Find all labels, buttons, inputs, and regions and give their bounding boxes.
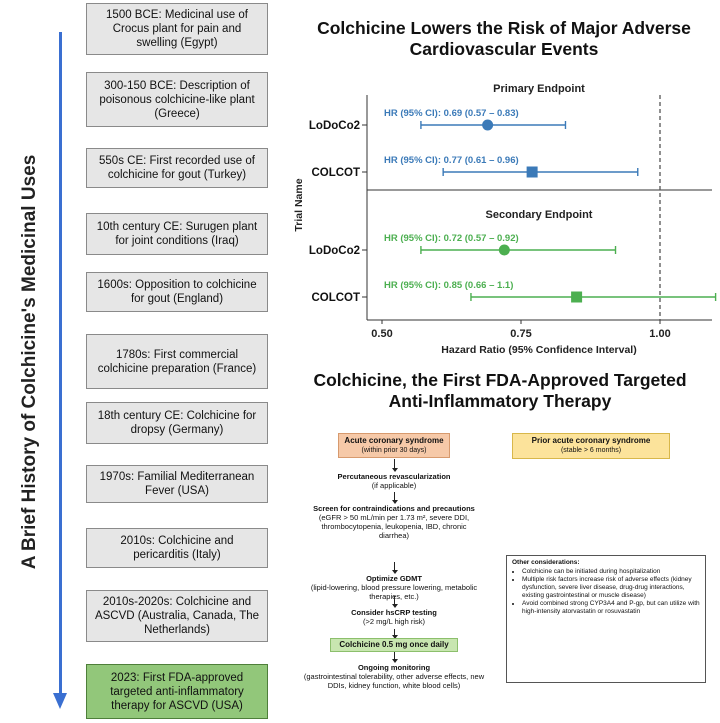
trial-label: LoDoCo2	[309, 245, 360, 257]
consideration-item: Colchicine can be initiated during hospi…	[522, 568, 700, 576]
gdmt-step: Optimize GDMT(lipid-lowering, blood pres…	[310, 574, 478, 601]
hr-point	[498, 244, 510, 256]
other-considerations-list: Colchicine can be initiated during hospi…	[512, 568, 700, 616]
trial-label: COLCOT	[311, 167, 360, 179]
screen-step: Screen for contraindications and precaut…	[313, 504, 475, 540]
hr-point	[482, 119, 494, 131]
chart-title: Colchicine Lowers the Risk of Major Adve…	[317, 18, 691, 59]
timeline-event-9: 2010s: Colchicine and pericarditis (Ital…	[86, 528, 268, 568]
timeline-event-10: 2010s-2020s: Colchicine and ASCVD (Austr…	[86, 590, 268, 642]
x-tick-label: 0.75	[510, 328, 531, 340]
consideration-item: Avoid combined strong CYP3A4 and P-gp, b…	[522, 600, 700, 616]
pci-step: Percutaneous revascularization(if applic…	[337, 472, 451, 490]
acs-box: Acute coronary syndrome (within prior 30…	[338, 433, 450, 458]
timeline-event-2: 300-150 BCE: Description of poisonous co…	[86, 72, 268, 127]
timeline-event-7: 18th century CE: Colchicine for dropsy (…	[86, 402, 268, 444]
x-axis-label: Hazard Ratio (95% Confidence Interval)	[441, 344, 636, 356]
hr-label: HR (95% CI): 0.85 (0.66 – 1.1)	[384, 280, 513, 291]
monitor-step: Ongoing monitoring(gastrointestinal tole…	[303, 663, 485, 690]
prior-acs-title: Prior acute coronary syndrome	[531, 436, 651, 445]
hr-point	[526, 166, 538, 178]
dose-label: Colchicine 0.5 mg once daily	[339, 640, 449, 649]
x-tick-label: 1.00	[649, 328, 670, 340]
timeline-event-11: 2023: First FDA-approved targeted anti-i…	[86, 664, 268, 719]
other-considerations-title: Other considerations:	[512, 559, 580, 566]
other-considerations-box: Other considerations: Colchicine can be …	[506, 555, 706, 683]
prior-acs-box: Prior acute coronary syndrome (stable > …	[512, 433, 670, 459]
x-tick-label: 0.50	[371, 328, 392, 340]
timeline-event-4: 10th century CE: Surugen plant for joint…	[86, 213, 268, 255]
timeline-event-3: 550s CE: First recorded use of colchicin…	[86, 148, 268, 188]
panel-title: Secondary Endpoint	[486, 209, 593, 221]
consideration-item: Multiple risk factors increase risk of a…	[522, 576, 700, 600]
y-axis-label: Trial Name	[293, 178, 305, 231]
dose-box: Colchicine 0.5 mg once daily	[330, 638, 458, 652]
hscrp-step: Consider hsCRP testing(>2 mg/L high risk…	[351, 608, 437, 626]
timeline-arrow-shaft	[59, 32, 62, 697]
timeline-event-6: 1780s: First commercial colchicine prepa…	[86, 334, 268, 389]
panel-title: Primary Endpoint	[493, 83, 585, 95]
flowchart-title: Colchicine, the First FDA-Approved Targe…	[313, 370, 687, 411]
trial-label: LoDoCo2	[309, 120, 360, 132]
acs-title: Acute coronary syndrome	[344, 435, 444, 445]
hr-label: HR (95% CI): 0.69 (0.57 – 0.83)	[384, 108, 519, 119]
timeline-event-1: 1500 BCE: Medicinal use of Crocus plant …	[86, 3, 268, 55]
timeline-arrow-head	[53, 693, 67, 709]
hr-label: HR (95% CI): 0.72 (0.57 – 0.92)	[384, 233, 519, 244]
prior-acs-sub: (stable > 6 months)	[560, 447, 622, 454]
timeline-event-8: 1970s: Familial Mediterranean Fever (USA…	[86, 465, 268, 503]
trial-label: COLCOT	[311, 292, 360, 304]
hr-label: HR (95% CI): 0.77 (0.61 – 0.96)	[384, 155, 519, 166]
hr-point	[571, 291, 583, 303]
timeline-event-5: 1600s: Opposition to colchicine for gout…	[86, 272, 268, 312]
acs-sub: (within prior 30 days)	[361, 446, 427, 454]
